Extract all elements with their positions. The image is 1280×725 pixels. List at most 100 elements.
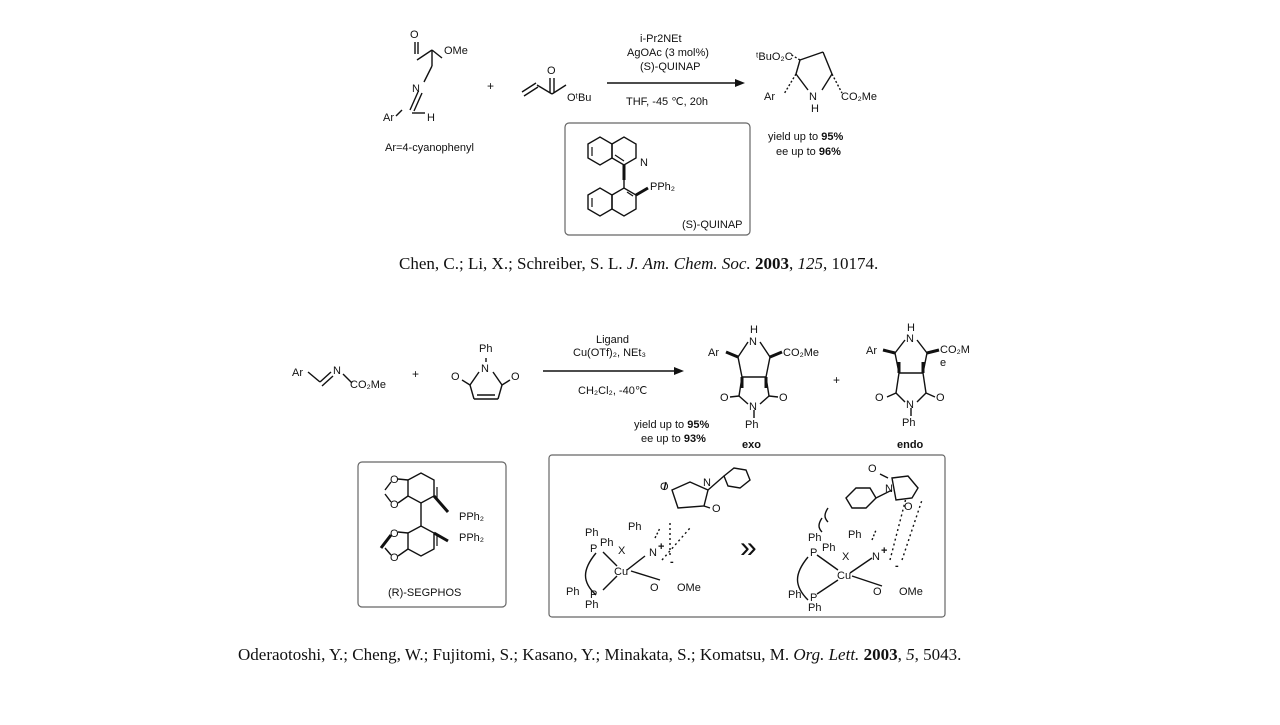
ts1-phosphorus-bottom: P [590,589,597,601]
exo-oxygen-right: O [779,392,788,404]
reference-citation-1: Chen, C.; Li, X.; Schreiber, S. L. J. Am… [399,254,879,273]
naphthalene-ring [587,187,637,217]
ts1-phenyl-3: Ph [566,586,579,598]
scheme1-ee: ee up to 96% [776,146,841,158]
quinap-diphenylphosphino: PPh₂ [650,181,675,193]
ts2-maleimide-oxygen-2: O [904,501,913,513]
segphos-ligand-box: O O O O PPh₂ PPh₂ (R)-SEGPHOS [357,461,507,608]
endo-cycloadduct: Ar N H CO₂M e O O N Ph endo [866,322,970,451]
maleimide-phenyl: Ph [479,343,492,355]
ts2-carbonyl-oxygen: O [873,586,882,598]
reference1-pages: , 10174. [822,254,879,273]
exo-ester: CO₂Me [783,347,819,359]
imine-nitrogen: N [333,365,341,377]
maleimide-oxygen-right: O [511,371,520,383]
ts1-maleimide-nitrogen: N [703,477,711,489]
exo-phenyl: Ph [745,419,758,431]
reference-citation-2: Oderaotoshi, Y.; Cheng, W.; Fujitomi, S.… [238,645,962,664]
exo-pyrrolidine-nitrogen: N [749,336,757,348]
ts2-positive-charge: + [881,545,887,557]
imine-nitrogen: N [412,83,420,95]
ts2-phenyl-2: Ph [822,542,835,554]
reference2-year: 2003 [863,645,898,664]
scheme2-yield: yield up to 95% [634,419,709,431]
plus-sign-products: + [833,373,840,387]
ts1-methoxy: OMe [677,582,701,594]
scheme1: O OMe N Ar H Ar=4-cyanophenyl + O OᵗBu i… [383,29,877,236]
transition-state-favored: Ph Ph P X Cu P Ph Ph Ph N + - O OMe O O … [566,467,751,611]
ts1-carbonyl-oxygen: O [650,582,659,594]
reference1-authors: Chen, C.; Li, X.; Schreiber, S. L. [399,254,627,273]
condition-ligand: (S)-QUINAP [640,61,701,73]
reference1-volume: 125 [797,254,823,273]
dioxole-oxygen-1: O [390,474,399,486]
ts2-phosphorus-top: P [810,547,817,559]
maleimide-nitrogen: N [481,363,489,375]
scheme2-imine-reactant: Ar N CO₂Me [292,365,386,391]
ts1-ylide-phenyl: Ph [628,521,641,533]
exo-nh-hydrogen: H [750,324,758,336]
exo-oxygen-left: O [720,392,729,404]
dioxole-oxygen-3: O [390,528,399,540]
tert-butoxy-group: OᵗBu [567,92,591,104]
quinap-name: (S)-QUINAP [682,219,743,231]
scheme2-reaction-arrow: Ligand Cu(OTf)₂, NEt₃ CH₂Cl₂, -40℃ [543,334,684,397]
dioxole-oxygen-4: O [390,552,399,564]
aryl-definition: Ar=4-cyanophenyl [385,142,474,154]
exo-aryl: Ar [708,347,719,359]
scheme1-acrylate-reactant: O OᵗBu [521,65,591,104]
product-aryl: Ar [764,91,775,103]
scheme2-ee: ee up to 93% [641,433,706,445]
scheme1-yield: yield up to 95% [768,131,843,143]
condition-catalyst: AgOAc (3 mol%) [627,47,709,59]
condition-solvent-temp-time: THF, -45 ℃, 20h [626,96,708,108]
ts2-counterion: X [842,551,850,563]
transition-state-box: Ph Ph P X Cu P Ph Ph Ph N + - O OMe O O … [548,454,946,618]
product-methyl-ester: CO₂Me [841,91,877,103]
endo-ester-tail: e [940,357,946,369]
ts2-nitrogen: N [872,551,880,563]
endo-label: endo [897,439,924,451]
condition-solvent-temp: CH₂Cl₂, -40℃ [578,385,647,397]
ester-ome: OMe [444,45,468,57]
n-phenylmaleimide: Ph N O O [451,343,520,400]
condition-catalyst-base: Cu(OTf)₂, NEt₃ [573,347,646,359]
endo-nh-hydrogen: H [907,322,915,334]
scheme1-reaction-arrow: i-Pr2NEt AgOAc (3 mol%) (S)-QUINAP THF, … [607,33,745,108]
ts2-phenyl-1: Ph [808,532,821,544]
ts2-copper: Cu [837,570,851,582]
aryl-label: Ar [383,112,394,124]
greater-than-comparison: » [740,531,757,564]
ts2-phosphorus-bottom: P [810,592,817,604]
ts1-negative-charge: - [670,556,674,568]
segphos-name: (R)-SEGPHOS [388,587,461,599]
exo-label: exo [742,439,761,451]
ts2-phenyl-4: Ph [808,602,821,614]
ts1-phosphorus-top: P [590,543,597,555]
ts1-maleimide-oxygen-1: O [660,481,669,493]
endo-oxygen-right: O [936,392,945,404]
ts1-phenyl-1: Ph [585,527,598,539]
exo-imide-nitrogen: N [749,401,757,413]
reference1-journal: J. Am. Chem. Soc. [626,254,751,273]
reference1-year: 2003 [754,254,789,273]
ts1-maleimide-oxygen-2: O [712,503,721,515]
endo-ester: CO₂M [940,344,970,356]
plus-sign: + [412,367,419,381]
ts1-phenyl-2: Ph [600,537,613,549]
scheme2: Ar N CO₂Me + Ph N O O Ligand Cu(OTf)₂, [292,322,970,618]
condition-base: i-Pr2NEt [640,33,682,45]
ts1-phenyl-4: Ph [585,599,598,611]
ts1-copper: Cu [614,566,628,578]
ts2-phenyl-3: Ph [788,589,801,601]
reference2-pages: , 5043. [914,645,962,664]
ts2-methoxy: OMe [899,586,923,598]
ts2-maleimide-nitrogen: N [885,483,893,495]
condition-ligand: Ligand [596,334,629,346]
product-nitrogen: N [809,91,817,103]
ts1-nitrogen: N [649,547,657,559]
segphos-pph2-top: PPh₂ [459,511,484,523]
maleimide-oxygen-left: O [451,371,460,383]
